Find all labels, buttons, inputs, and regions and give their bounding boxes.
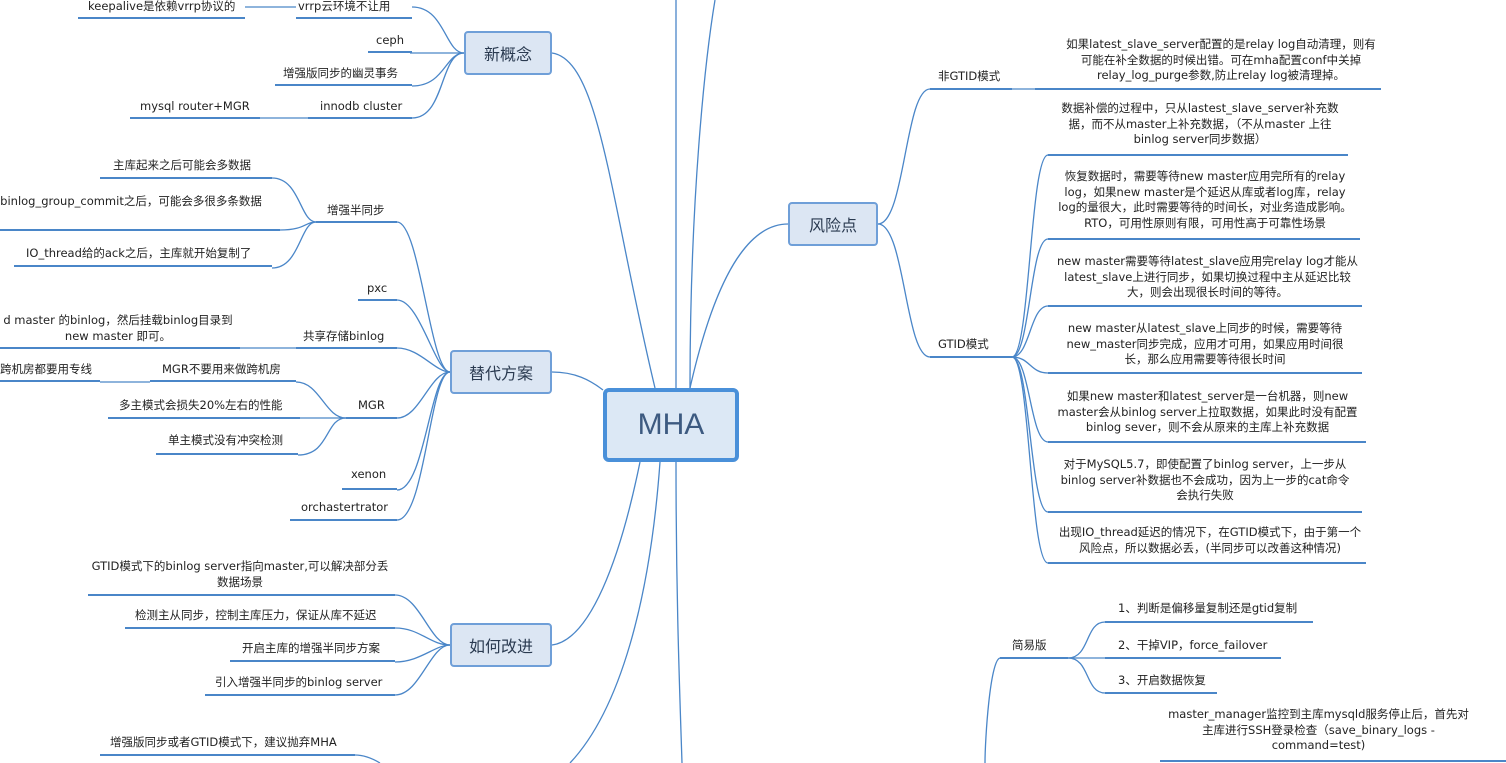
underline: [1035, 88, 1381, 90]
detail-cross-dc-line[interactable]: 跨机房都要用专线: [0, 362, 92, 376]
underline: [230, 660, 395, 662]
underline: [1105, 621, 1313, 623]
simple-step-1[interactable]: 1、判断是偏移量复制还是gtid复制: [1118, 601, 1298, 615]
gtid-detail-4[interactable]: new master从latest_slave上同步的时候，需要等待new_ma…: [1066, 321, 1344, 366]
detail-mgr-single[interactable]: 单主模式没有冲突检测: [168, 433, 283, 447]
improve-semi-binlog[interactable]: 引入增强半同步的binlog server: [215, 675, 383, 689]
simple-step-3[interactable]: 3、开启数据恢复: [1118, 673, 1206, 687]
subtopic-non-gtid[interactable]: 非GTID模式: [938, 69, 1001, 83]
subtopic-ghost-tx[interactable]: 增强版同步的幽灵事务: [283, 66, 398, 80]
improve-check-sync[interactable]: 检测主从同步，控制主库压力，保证从库不延迟: [135, 608, 377, 622]
improve-binlog-server[interactable]: GTID模式下的binlog server指向master,可以解决部分丢数据场…: [91, 559, 389, 589]
subtopic-mgr[interactable]: MGR: [358, 398, 385, 412]
detail-group-commit[interactable]: binlog_group_commit之后，可能会多很多条数据: [0, 194, 262, 208]
central-topic[interactable]: MHA: [603, 388, 739, 462]
underline: [290, 519, 397, 521]
underline: [296, 347, 397, 349]
underline: [275, 84, 412, 86]
underline: [130, 117, 260, 119]
gtid-detail-5[interactable]: 如果new master和latest_server是一台机器，则new mas…: [1057, 389, 1358, 434]
improve-semi-sync[interactable]: 开启主库的增强半同步方案: [242, 641, 380, 655]
underline: [1048, 511, 1362, 513]
detail-mgr-perf[interactable]: 多主模式会损失20%左右的性能: [119, 398, 283, 412]
subtopic-ceph[interactable]: ceph: [376, 33, 404, 47]
underline: [358, 299, 397, 301]
underline: [156, 453, 298, 455]
subtopic-semi-sync[interactable]: 增强半同步: [327, 203, 385, 217]
manager-detail[interactable]: master_manager监控到主库mysqld服务停止后，首先对主库进行SS…: [1168, 707, 1469, 752]
underline: [1048, 372, 1362, 374]
subtopic-simple[interactable]: 简易版: [1012, 638, 1047, 652]
detail-mysql-router[interactable]: mysql router+MGR: [140, 99, 250, 113]
underline: [205, 694, 395, 696]
subtopic-vrrp[interactable]: vrrp云环境不让用: [298, 0, 391, 13]
underline: [0, 380, 100, 382]
underline: [0, 347, 240, 349]
underline: [125, 627, 395, 629]
underline: [108, 417, 300, 419]
underline: [1048, 238, 1360, 240]
underline: [150, 380, 296, 382]
underline: [78, 17, 245, 19]
underline: [88, 594, 395, 596]
detail-io-thread-ack[interactable]: IO_thread给的ack之后，主库就开始复制了: [26, 246, 252, 260]
underline: [930, 356, 1012, 358]
underline: [14, 265, 272, 267]
subtopic-xenon[interactable]: xenon: [351, 467, 387, 481]
underline: [316, 221, 397, 223]
subtopic-orchestrator[interactable]: orchastertrator: [301, 500, 389, 514]
underline: [1048, 305, 1362, 307]
underline: [296, 17, 412, 19]
gtid-detail-3[interactable]: new master需要等待latest_slave应用完relay log才能…: [1057, 254, 1358, 299]
detail-non-gtid[interactable]: 如果latest_slave_server配置的是relay log自动清理，则…: [1066, 37, 1376, 82]
underline: [1048, 441, 1366, 443]
bottom-left-note[interactable]: 增强版同步或者GTID模式下，建议抛弃MHA: [110, 735, 337, 749]
detail-shared-storage[interactable]: d master 的binlog，然后挂载binlog目录到 new maste…: [3, 313, 233, 343]
gtid-detail-7[interactable]: 出现IO_thread延迟的情况下，在GTID模式下，由于第一个风险点，所以数据…: [1058, 525, 1362, 555]
subtopic-gtid[interactable]: GTID模式: [938, 337, 989, 351]
underline: [1000, 657, 1068, 659]
gtid-detail-2[interactable]: 恢复数据时，需要等待new master应用完所有的relay log，如果ne…: [1058, 169, 1352, 230]
underline: [930, 88, 1012, 90]
underline: [308, 117, 412, 119]
underline: [1048, 154, 1348, 156]
topic-improve[interactable]: 如何改进: [450, 623, 552, 667]
detail-extra-data[interactable]: 主库起来之后可能会多数据: [113, 158, 251, 172]
topic-risks[interactable]: 风险点: [788, 202, 878, 246]
gtid-detail-6[interactable]: 对于MySQL5.7，即使配置了binlog server，上一步从binlog…: [1060, 457, 1350, 502]
underline: [342, 488, 397, 490]
underline: [100, 177, 272, 179]
detail-keepalive[interactable]: keepalive是依赖vrrp协议的: [88, 0, 236, 13]
underline: [0, 229, 280, 231]
underline: [1048, 562, 1366, 564]
underline: [1105, 692, 1217, 694]
subtopic-mgr-no-cross-dc[interactable]: MGR不要用来做跨机房: [162, 362, 281, 376]
topic-alternatives[interactable]: 替代方案: [450, 350, 552, 394]
subtopic-shared-storage[interactable]: 共享存储binlog: [303, 329, 385, 343]
underline: [368, 51, 412, 53]
gtid-detail-1[interactable]: 数据补偿的过程中，只从lastest_slave_server补充数据，而不从m…: [1061, 101, 1339, 146]
subtopic-innodb-cluster[interactable]: innodb cluster: [320, 99, 403, 113]
underline: [1105, 657, 1281, 659]
underline: [1160, 760, 1506, 762]
simple-step-2[interactable]: 2、干掉VIP，force_failover: [1118, 638, 1268, 652]
subtopic-pxc[interactable]: pxc: [367, 281, 388, 295]
underline: [346, 417, 397, 419]
underline: [100, 754, 355, 756]
topic-new-concept[interactable]: 新概念: [464, 31, 552, 75]
